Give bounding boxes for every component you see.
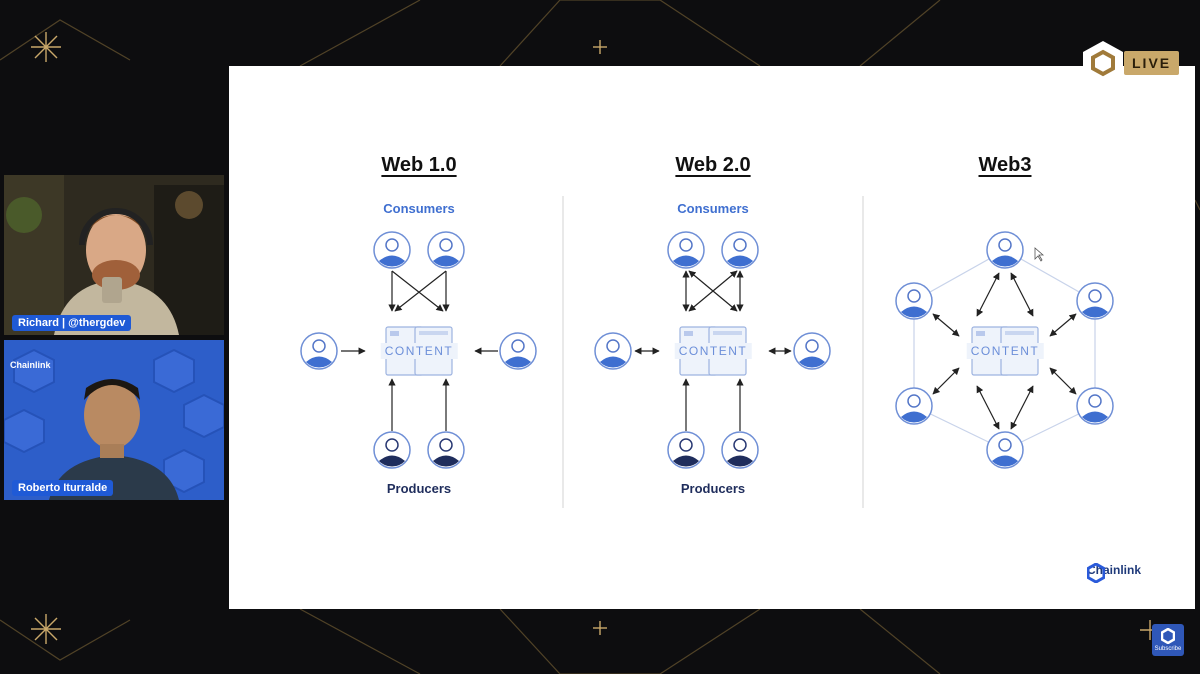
webcam-richard: Richard | @thergdev: [4, 175, 224, 335]
web3-title: Web3: [978, 154, 1032, 176]
web1-content-label: CONTENT: [380, 343, 458, 359]
consumer-avatar: [721, 231, 759, 269]
presentation-slide: Web 1.0 Web 2.0 Web3 Consumers Producers…: [229, 66, 1195, 609]
user-avatar: [895, 387, 933, 425]
consumer-avatar: [300, 332, 338, 370]
live-label: LIVE: [1124, 51, 1180, 75]
user-avatar: [986, 231, 1024, 269]
participant-name-tag: Richard | @thergdev: [12, 315, 132, 331]
web2-title: Web 2.0: [675, 154, 751, 176]
chainlink-hexagon-icon: [1087, 563, 1105, 583]
user-avatar: [1076, 282, 1114, 320]
producer-avatar: [373, 431, 411, 469]
user-avatar: [986, 431, 1024, 469]
web-evolution-diagram: [300, 196, 1114, 508]
consumer-avatar: [499, 332, 537, 370]
consumer-avatar: [427, 231, 465, 269]
webcam-roberto: Chainlink Roberto Iturralde: [4, 340, 224, 500]
user-avatar: [1076, 387, 1114, 425]
chainlink-hexagon-icon: [1161, 628, 1175, 644]
subscribe-label: Subscribe: [1154, 646, 1182, 652]
chainlink-watermark: Chainlink: [10, 360, 51, 370]
webcam-feed: [4, 340, 224, 500]
mouse-cursor-icon: [1034, 247, 1045, 262]
consumer-avatar: [594, 332, 632, 370]
webcam-feed: [4, 175, 224, 335]
participant-name-tag: Roberto Iturralde: [12, 480, 114, 496]
consumer-avatar: [793, 332, 831, 370]
chainlink-hex-icon: [1083, 41, 1123, 85]
web1-producers-label: Producers: [386, 481, 452, 496]
producer-avatar: [721, 431, 759, 469]
web2-diagram: [634, 270, 792, 431]
producer-avatar: [667, 431, 705, 469]
subscribe-button[interactable]: Subscribe: [1152, 624, 1184, 656]
web2-producers-label: Producers: [680, 481, 746, 496]
web3-content-label: CONTENT: [966, 343, 1044, 359]
consumer-avatar: [373, 231, 411, 269]
web2-consumers-label: Consumers: [677, 201, 749, 216]
web1-diagram: [341, 270, 498, 431]
user-avatar: [895, 282, 933, 320]
chainlink-logo: Chainlink: [1087, 563, 1141, 583]
web1-consumers-label: Consumers: [383, 201, 455, 216]
web1-title: Web 1.0: [381, 154, 457, 176]
producer-avatar: [427, 431, 465, 469]
web3-diagram: [932, 272, 1077, 430]
consumer-avatar: [667, 231, 705, 269]
web2-content-label: CONTENT: [674, 343, 752, 359]
live-badge: LIVE: [1078, 38, 1180, 88]
